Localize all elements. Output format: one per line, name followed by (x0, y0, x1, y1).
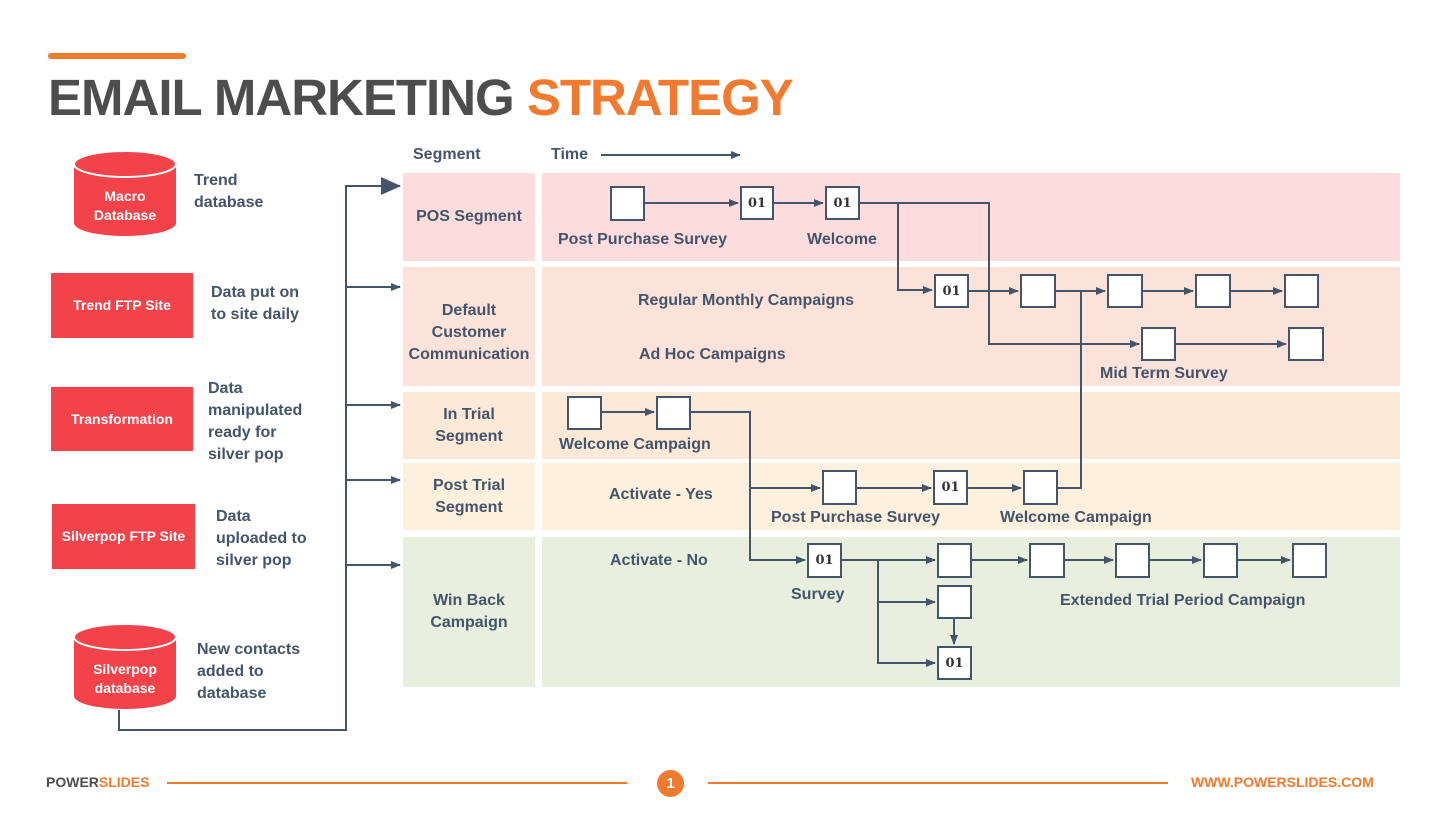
label-welcome-campaign-2: Welcome Campaign (1000, 509, 1152, 526)
post-trial-welcome-node (1023, 470, 1058, 505)
post-trial-band (542, 463, 1400, 530)
post-trial-node-01: 01 (933, 470, 968, 505)
label-survey: Survey (791, 586, 845, 603)
pos-survey-node (610, 186, 645, 221)
win-back-node-01: 01 (937, 646, 972, 680)
macro-database-label: Macro Database (93, 188, 157, 223)
pos-node-01-a: 01 (740, 186, 774, 220)
silverpop-database-label: Silverpop database (93, 661, 157, 696)
label-mid-term-survey: Mid Term Survey (1100, 365, 1228, 382)
label-welcome: Welcome (807, 231, 877, 248)
macro-database-cylinder (73, 150, 177, 236)
segment-label-pos: POS Segment (416, 208, 522, 225)
footer-url[interactable]: WWW.POWERSLIDES.COM (1191, 774, 1374, 790)
segment-label-post-trial: Post Trial Segment (432, 476, 506, 516)
regular-node-01: 01 (934, 274, 969, 308)
pos-segment-band (542, 173, 1400, 261)
default-segment-band (542, 267, 1400, 386)
title-part1: EMAIL MARKETING (48, 69, 515, 126)
footer-brand-part1: POWER (46, 774, 99, 790)
label-welcome-campaign: Welcome Campaign (559, 436, 711, 453)
transformation-description: Data manipulated ready for silver pop (208, 380, 303, 463)
in-trial-node-2 (656, 396, 691, 430)
label-ad-hoc: Ad Hoc Campaigns (639, 346, 786, 363)
segment-label-default: Default Customer Communication (408, 302, 530, 363)
in-trial-label-band (403, 392, 535, 459)
footer-divider-right (708, 782, 1168, 784)
regular-node-4 (1195, 274, 1231, 308)
extended-node-3 (1115, 543, 1150, 578)
segment-header: Segment (413, 146, 481, 163)
regular-node-5 (1284, 274, 1319, 308)
title-accent-bar (48, 53, 186, 59)
label-activate-yes: Activate - Yes (609, 486, 713, 503)
post-trial-label-band (403, 463, 535, 530)
extended-node-5 (1292, 543, 1327, 578)
label-post-purchase-survey-2: Post Purchase Survey (771, 509, 940, 526)
silverpop-ftp-site-description: Data uploaded to silver pop (216, 508, 307, 569)
trend-ftp-site-description: Data put on to site daily (211, 284, 300, 323)
time-header: Time (551, 146, 589, 163)
label-extended-trial: Extended Trial Period Campaign (1060, 592, 1306, 609)
extended-node-2 (1029, 543, 1065, 578)
silverpop-database-cylinder (73, 623, 177, 709)
page-number: 1 (657, 770, 684, 797)
silverpop-database-description: New contacts added to database (197, 641, 301, 702)
label-activate-no: Activate - No (610, 552, 708, 569)
footer-brand: POWERSLIDES (46, 774, 149, 790)
ad-hoc-node-end (1288, 327, 1324, 361)
label-regular-monthly: Regular Monthly Campaigns (638, 292, 855, 309)
pos-welcome-node: 01 (825, 186, 860, 220)
page-title: EMAIL MARKETING STRATEGY (48, 68, 794, 128)
default-segment-label-band (403, 267, 535, 386)
win-back-survey-node: 01 (807, 543, 842, 578)
transformation-box: Transformation (51, 387, 193, 451)
silverpop-ftp-site-box: Silverpop FTP Site (52, 504, 195, 569)
pos-segment-label-band (403, 173, 535, 261)
post-trial-survey-node (822, 470, 857, 505)
title-part2: STRATEGY (526, 69, 794, 126)
extended-node-4 (1203, 543, 1238, 578)
regular-node-2 (1020, 274, 1056, 308)
regular-node-3 (1107, 274, 1143, 308)
segment-label-in-trial: In Trial Segment (435, 405, 503, 445)
footer-brand-part2: SLIDES (98, 774, 150, 790)
in-trial-node-1 (567, 396, 602, 430)
mid-term-survey-node (1141, 327, 1176, 361)
trend-ftp-site-box: Trend FTP Site (51, 273, 193, 338)
win-back-branch-node (937, 585, 972, 619)
macro-database-description: Trend database (194, 172, 264, 211)
segment-label-win-back: Win Back Campaign (430, 592, 508, 631)
extended-node-1 (937, 543, 972, 578)
label-post-purchase-survey: Post Purchase Survey (558, 231, 727, 248)
win-back-label-band (403, 537, 535, 687)
footer-divider-left (167, 782, 627, 784)
